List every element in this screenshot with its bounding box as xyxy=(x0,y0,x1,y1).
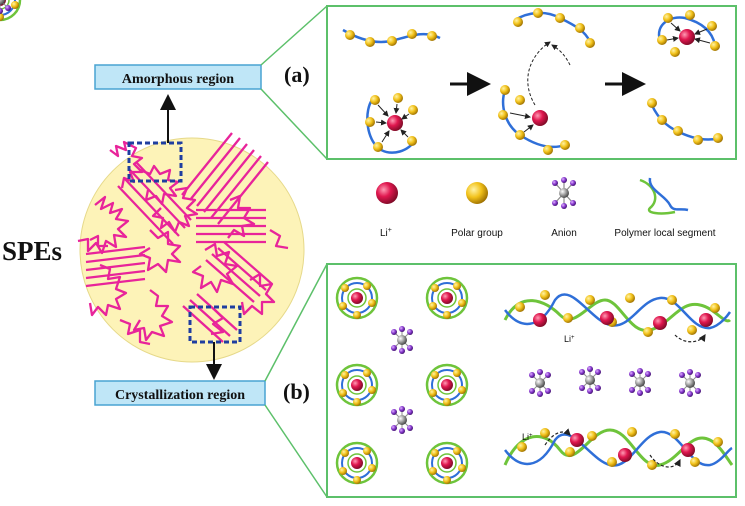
legend-label-anion: Anion xyxy=(551,228,577,239)
amorphous-region-label: Amorphous region xyxy=(122,72,234,87)
spes-circle-group xyxy=(77,132,305,363)
panel-a-label: (a) xyxy=(284,62,310,87)
crystalline-selection-box xyxy=(188,305,242,344)
polar-group-cluster xyxy=(498,85,570,155)
polar-group-cluster xyxy=(657,10,720,57)
li-ion xyxy=(532,110,548,126)
li-label-bottom: Li+ xyxy=(522,432,533,442)
crystallization-region-label-box xyxy=(94,380,266,406)
panel-a-content xyxy=(342,8,723,155)
spes-label: SPEs xyxy=(2,236,62,266)
spes-circle xyxy=(79,137,305,363)
crystallization-region-label: Crystallization region xyxy=(115,388,245,403)
coordination-arrows xyxy=(666,22,711,44)
helix-side-view-bottom xyxy=(503,427,734,470)
panel-b-content: Li+ Li+ xyxy=(0,0,734,486)
gold-sphere-icon xyxy=(466,182,488,204)
panel-a xyxy=(326,5,737,160)
legend-label-polar-group: Polar group xyxy=(451,228,503,239)
anion-cluster-icon xyxy=(552,177,576,209)
panel-b xyxy=(326,263,737,498)
legend-label-li: Li+ xyxy=(380,227,392,239)
polymer-chain xyxy=(657,16,717,46)
polar-group-cluster xyxy=(513,8,595,48)
red-sphere-icon xyxy=(376,182,398,204)
polar-group-cluster xyxy=(365,93,418,152)
anion-cluster-icon xyxy=(0,0,11,14)
li-ion xyxy=(679,29,695,45)
polymer-strand-icon xyxy=(639,177,689,215)
amorphous-selection-box xyxy=(127,141,183,183)
li-label-top: Li+ xyxy=(564,334,575,344)
panel-b-label: (b) xyxy=(283,379,310,404)
coordination-arrows xyxy=(375,103,410,143)
legend-label-polymer-segment: Polymer local segment xyxy=(614,228,715,239)
dotted-arrows xyxy=(509,41,571,133)
li-ion xyxy=(387,115,403,131)
polar-group-cluster xyxy=(647,98,723,145)
amorphous-chains xyxy=(77,140,289,346)
amorphous-region-label-box xyxy=(94,64,262,90)
legend: Li+ Polar group Anion Polymer local segm… xyxy=(376,177,716,239)
panel-connectors xyxy=(260,5,328,498)
polar-group-cluster xyxy=(345,29,437,47)
helix-side-view-top xyxy=(503,290,732,343)
